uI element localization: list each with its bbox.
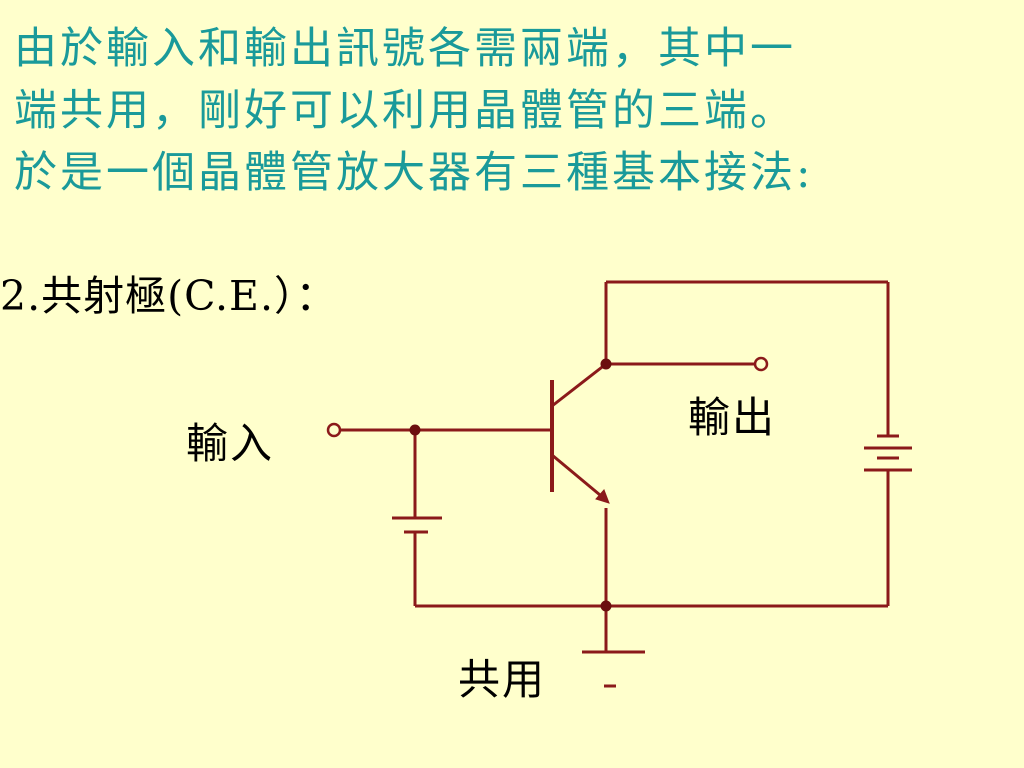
- common-label: 共用: [458, 655, 547, 704]
- input-label: 輸入: [186, 419, 275, 468]
- intro-line-1: 由於輸入和輸出訊號各需兩端，其中一: [14, 24, 796, 74]
- transistor-emitter-lead: [551, 453, 607, 502]
- input-junction-node: [409, 424, 421, 436]
- intro-line-3: 於是一個晶體管放大器有三種基本接法:: [14, 148, 814, 198]
- section-heading: 2.共射極(C.E.）：: [0, 272, 338, 320]
- output-label: 輸出: [688, 393, 777, 442]
- common-junction-node: [600, 600, 612, 612]
- emitter-arrow: [595, 489, 610, 504]
- transistor-collector-lead: [551, 362, 607, 408]
- intro-text: 由於輸入和輸出訊號各需兩端，其中一 端共用，剛好可以利用晶體管的三端。 於是一個…: [14, 18, 1019, 204]
- input-terminal: [326, 422, 342, 438]
- collector-junction-node: [600, 358, 612, 370]
- output-terminal: [753, 356, 769, 372]
- intro-line-2: 端共用，剛好可以利用晶體管的三端。: [14, 86, 796, 136]
